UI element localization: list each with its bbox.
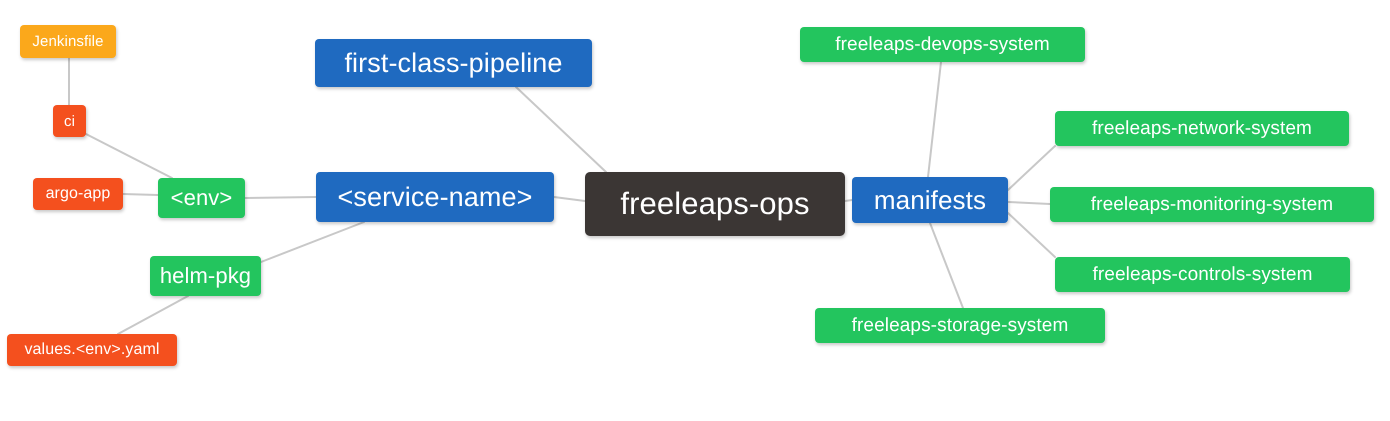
mindmap-node-label: <env> — [170, 185, 233, 210]
mindmap-node-label: values.<env>.yaml — [24, 341, 160, 358]
mindmap-edge — [1007, 212, 1056, 258]
mindmap-node-values-env-yaml[interactable]: values.<env>.yaml — [7, 334, 177, 366]
mindmap-node-label: freeleaps-controls-system — [1092, 263, 1313, 285]
mindmap-node-freeleaps-devops-system[interactable]: freeleaps-devops-system — [800, 27, 1085, 62]
mindmap-edge — [260, 221, 365, 263]
mindmap-edge — [927, 61, 942, 178]
mindmap-edge — [1007, 201, 1051, 205]
mindmap-node-label: <service-name> — [337, 181, 533, 212]
mindmap-node-manifests[interactable]: manifests — [852, 177, 1008, 223]
mindmap-node-first-class-pipeline[interactable]: first-class-pipeline — [315, 39, 592, 87]
mindmap-node-freeleaps-network-system[interactable]: freeleaps-network-system — [1055, 111, 1349, 146]
mindmap-edge — [1007, 145, 1056, 191]
mindmap-node-freeleaps-ops[interactable]: freeleaps-ops — [585, 172, 845, 236]
mindmap-edge — [929, 222, 964, 309]
mindmap-edge — [515, 86, 607, 173]
mindmap-node-label: argo-app — [45, 185, 111, 202]
mindmap-node-service-name[interactable]: <service-name> — [316, 172, 554, 222]
mindmap-node-label: freeleaps-monitoring-system — [1090, 193, 1334, 215]
mindmap-node-jenkinsfile[interactable]: Jenkinsfile — [20, 25, 116, 58]
mindmap-node-argo-app[interactable]: argo-app — [33, 178, 123, 210]
mindmap-edge — [85, 133, 173, 179]
mindmap-edge — [122, 193, 159, 196]
mindmap-node-ci[interactable]: ci — [53, 105, 86, 137]
mindmap-node-label: freeleaps-network-system — [1092, 117, 1312, 139]
mindmap-node-label: Jenkinsfile — [32, 33, 104, 50]
mindmap-node-env[interactable]: <env> — [158, 178, 245, 218]
mindmap-node-label: freeleaps-ops — [620, 186, 810, 221]
mindmap-node-label: first-class-pipeline — [344, 47, 563, 78]
mindmap-edge — [117, 295, 189, 335]
mindmap-node-freeleaps-controls-system[interactable]: freeleaps-controls-system — [1055, 257, 1350, 292]
mindmap-node-freeleaps-monitoring-system[interactable]: freeleaps-monitoring-system — [1050, 187, 1374, 222]
mindmap-node-label: manifests — [873, 184, 987, 215]
mindmap-node-freeleaps-storage-system[interactable]: freeleaps-storage-system — [815, 308, 1105, 343]
mindmap-node-helm-pkg[interactable]: helm-pkg — [150, 256, 261, 296]
mindmap-edge — [844, 199, 853, 202]
mindmap-node-label: freeleaps-storage-system — [851, 314, 1069, 336]
mindmap-node-label: ci — [63, 112, 76, 130]
mindmap-node-label: helm-pkg — [159, 263, 252, 288]
mindmap-node-label: freeleaps-devops-system — [835, 33, 1050, 55]
mindmap-edge — [244, 196, 317, 199]
mindmap-edge — [553, 196, 586, 202]
